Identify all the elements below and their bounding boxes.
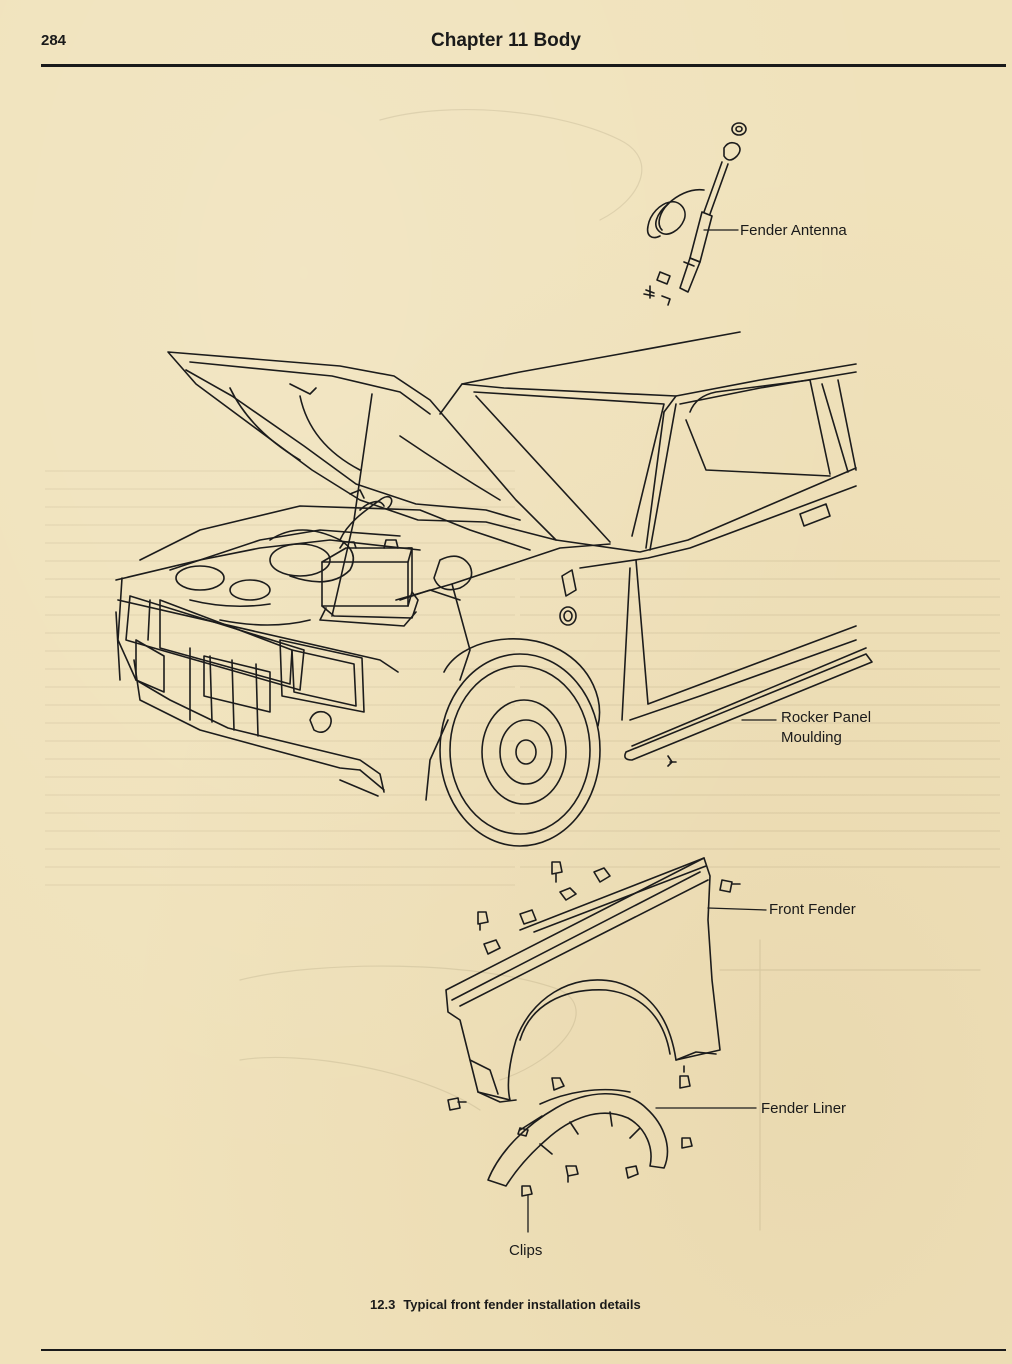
car-body-drawing — [115, 331, 857, 847]
page-number: 284 — [41, 32, 67, 49]
bleed-through-drawing — [239, 109, 981, 1231]
label-rocker-panel-line1: Rocker Panel — [781, 709, 872, 726]
running-title: Chapter 11 Body — [431, 30, 581, 51]
label-fender-liner: Fender Liner — [761, 1100, 847, 1117]
figure-caption: 12.3 Typical front fender installation de… — [370, 1297, 641, 1312]
label-fender-antenna: Fender Antenna — [740, 222, 847, 239]
fender-bolts — [447, 861, 741, 1111]
label-rocker-panel-line2: Moulding — [781, 729, 842, 746]
footer-rule — [41, 1349, 1006, 1351]
rocker-panel-moulding-drawing — [624, 647, 873, 767]
figure-caption-text: Typical front fender installation detail… — [403, 1297, 641, 1312]
fender-antenna-drawing — [643, 122, 747, 306]
figure-number: 12.3 — [370, 1297, 396, 1312]
header-rule — [41, 64, 1006, 67]
liner-clips — [517, 1127, 693, 1197]
front-fender-drawing — [445, 857, 767, 1111]
label-clips: Clips — [509, 1242, 543, 1259]
label-front-fender: Front Fender — [769, 901, 856, 918]
fender-liner-drawing — [487, 1088, 757, 1233]
bleed-through-texture-2 — [45, 470, 515, 890]
